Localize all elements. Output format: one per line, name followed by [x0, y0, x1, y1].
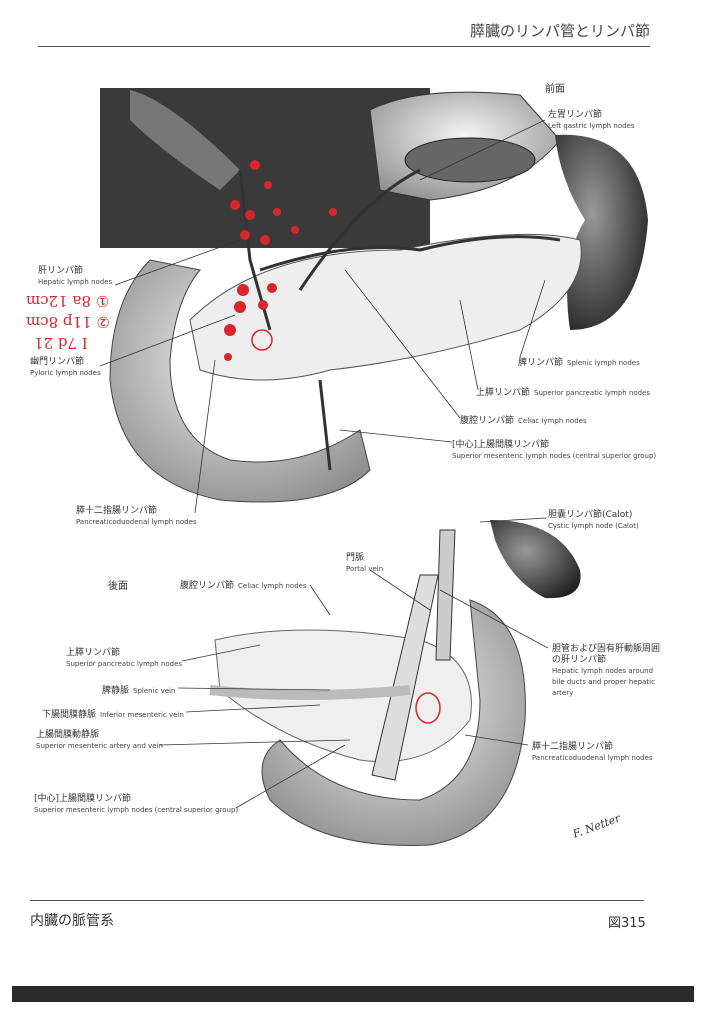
red-annotation-circle — [251, 329, 273, 351]
label-jp: 下腸間膜静脈 — [42, 710, 97, 720]
pancreas — [189, 233, 582, 381]
label-en: Pyloric lymph nodes — [30, 369, 101, 377]
spleen — [555, 134, 648, 330]
label-en: Portal vein — [346, 565, 384, 573]
scan-edge-shadow — [12, 986, 694, 1002]
gallbladder-top — [130, 90, 240, 190]
leader-lines — [99, 119, 549, 809]
label-en: Pancreaticoduodenal lymph nodes — [76, 518, 197, 526]
label-jp: [中心]上腸間膜リンパ節 — [452, 440, 550, 450]
portal-vein — [371, 574, 439, 781]
splenic-vein — [209, 685, 411, 700]
handwritten-note: I 7d 21 — [34, 334, 88, 352]
label-jp: 門脈 — [346, 553, 365, 563]
label-jp: 膵十二指腸リンパ節 — [532, 742, 614, 752]
handwritten-note: ① 8a 12cm — [26, 292, 110, 310]
label-en: Splenic vein — [133, 687, 176, 695]
label-jp: 胆管および固有肝動脈周囲の肝リンパ節 — [552, 644, 661, 665]
footer-rule — [30, 900, 644, 901]
label-jp: 胆嚢リンパ節(Calot) — [548, 510, 633, 520]
label-en: Celiac lymph nodes — [518, 417, 587, 425]
label-superior-mesenteric-vessels: 上腸間膜動静脈 Superior mesenteric artery and ve… — [36, 730, 163, 752]
label-cystic-calot: 胆嚢リンパ節(Calot) Cystic lymph node (Calot) — [548, 510, 639, 532]
label-en: Pancreaticoduodenal lymph nodes — [532, 754, 653, 762]
bile-duct — [435, 529, 456, 661]
label-en: Hepatic lymph nodes — [38, 278, 113, 286]
label-en: Superior mesenteric lymph nodes (central… — [452, 452, 657, 460]
label-en: Inferior mesenteric vein — [100, 711, 184, 719]
label-jp: 脾リンパ節 — [518, 358, 564, 368]
label-jp: 腹腔リンパ節 — [460, 416, 515, 426]
label-en: Splenic lymph nodes — [567, 359, 640, 367]
red-annotation-circle-2 — [415, 692, 441, 724]
label-en: Left gastric lymph nodes — [548, 122, 635, 130]
label-en: Hepatic lymph nodes around bile ducts an… — [552, 667, 655, 697]
anterior-view-label: 前面 — [545, 84, 565, 95]
label-jp: 腹腔リンパ節 — [180, 581, 235, 591]
label-jp: [中心]上腸間膜リンパ節 — [34, 794, 132, 804]
label-superior-mesenteric-posterior: [中心]上腸間膜リンパ節 Superior mesenteric lymph no… — [34, 794, 238, 816]
label-superior-pancreatic-posterior: 上膵リンパ節 Superior pancreatic lymph nodes — [66, 648, 182, 670]
label-en: Superior pancreatic lymph nodes — [534, 389, 651, 397]
label-en: Cystic lymph node (Calot) — [548, 522, 639, 530]
label-en: Superior mesenteric artery and vein — [36, 742, 163, 750]
duodenum — [109, 259, 371, 503]
label-jp: 肝リンパ節 — [38, 266, 84, 276]
label-jp: 上膵リンパ節 — [66, 648, 121, 658]
label-hepatic: 肝リンパ節 Hepatic lymph nodes — [38, 266, 112, 288]
duodenum-posterior — [261, 599, 526, 846]
gallbladder — [490, 520, 581, 599]
page-title: 膵臓のリンパ管とリンパ節 — [469, 22, 650, 40]
handwritten-note: ② 11p 8cm — [26, 313, 110, 331]
label-pancreaticoduodenal: 膵十二指腸リンパ節 Pancreaticoduodenal lymph nodes — [76, 506, 197, 528]
label-jp: 脾静脈 — [102, 686, 130, 696]
label-pyloric: 幽門リンパ節 Pyloric lymph nodes — [30, 357, 101, 379]
red-lymph-nodes — [224, 160, 337, 361]
label-en: Superior mesenteric lymph nodes (central… — [34, 806, 239, 814]
figure-number: 図315 — [608, 916, 646, 931]
label-portal-vein: 門脈 Portal vein — [346, 553, 383, 575]
label-jp: 幽門リンパ節 — [30, 357, 85, 367]
label-en: Superior pancreatic lymph nodes — [66, 660, 183, 668]
label-jp: 上膵リンパ節 — [476, 388, 531, 398]
label-jp: 左胃リンパ節 — [548, 110, 603, 120]
label-en: Celiac lymph nodes — [238, 582, 307, 590]
label-jp: 膵十二指腸リンパ節 — [76, 506, 158, 516]
label-superior-mesenteric: [中心]上腸間膜リンパ節 Superior mesenteric lymph no… — [452, 440, 656, 462]
header-rule — [38, 46, 650, 47]
label-pancreaticoduodenal-posterior: 膵十二指腸リンパ節 Pancreaticoduodenal lymph nodes — [532, 742, 653, 764]
footer-section: 内臓の脈管系 — [30, 913, 114, 929]
posterior-view-label: 後面 — [108, 581, 128, 592]
stomach-lumen — [404, 137, 536, 183]
signature: F. Netter — [570, 811, 623, 841]
label-jp: 上腸間膜動静脈 — [36, 730, 100, 740]
label-left-gastric: 左胃リンパ節 Left gastric lymph nodes — [548, 110, 635, 132]
